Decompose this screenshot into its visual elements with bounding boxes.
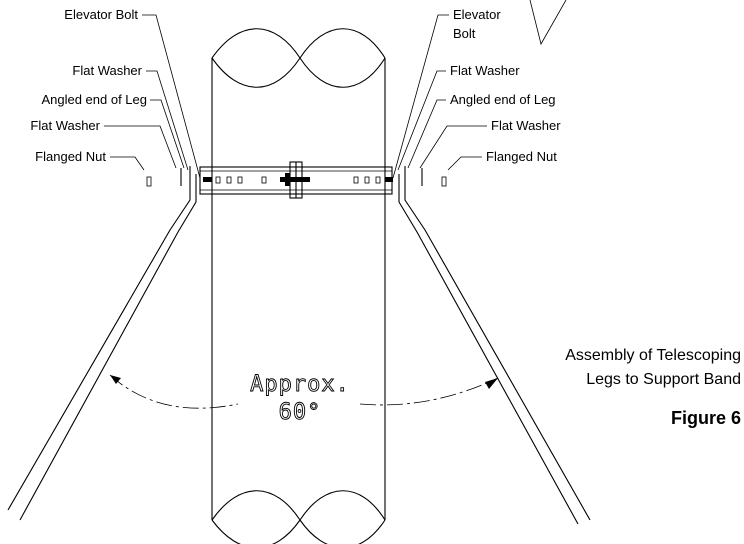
label-left-elevator-bolt: Elevator Bolt [64, 7, 138, 22]
left-elevator-bolt [203, 177, 212, 182]
figure-label: Figure 6 [671, 408, 741, 428]
arrow-left [110, 375, 121, 384]
label-right-elevator-line2: Bolt [453, 26, 476, 41]
right-hardware [385, 166, 447, 190]
caption-line2: Legs to Support Band [586, 371, 741, 388]
right-flanged-nut [441, 176, 447, 187]
right-leg [398, 186, 591, 525]
arrow-right [485, 378, 498, 389]
left-leaders [104, 14, 201, 179]
pole-bottom-break [211, 490, 386, 521]
partial-triangle [529, 0, 567, 46]
angle-label-line1: Approx. [250, 372, 350, 397]
left-flanged-nut [146, 176, 152, 187]
right-elevator-bolt [385, 177, 393, 182]
left-leg [7, 186, 197, 521]
angle-dimension [109, 374, 499, 409]
label-right-flanged-nut: Flanged Nut [486, 149, 557, 164]
support-band [199, 161, 393, 199]
label-left-flat-washer-2: Flat Washer [30, 118, 100, 133]
left-hardware [146, 166, 212, 190]
angle-label-line2: 60° [279, 400, 322, 425]
caption-line1: Assembly of Telescoping [565, 347, 741, 364]
label-right-elevator-line1: Elevator [453, 7, 501, 22]
label-right-flat-washer-1: Flat Washer [450, 63, 520, 78]
pole-top-break [211, 28, 386, 59]
clamp-bolt [280, 177, 310, 182]
label-left-flat-washer-1: Flat Washer [72, 63, 142, 78]
label-left-flanged-nut: Flanged Nut [35, 149, 106, 164]
label-left-angled-end: Angled end of Leg [41, 92, 147, 107]
pole [211, 28, 386, 544]
label-right-flat-washer-2: Flat Washer [491, 118, 561, 133]
label-right-angled-end: Angled end of Leg [450, 92, 556, 107]
right-leaders [392, 14, 487, 179]
